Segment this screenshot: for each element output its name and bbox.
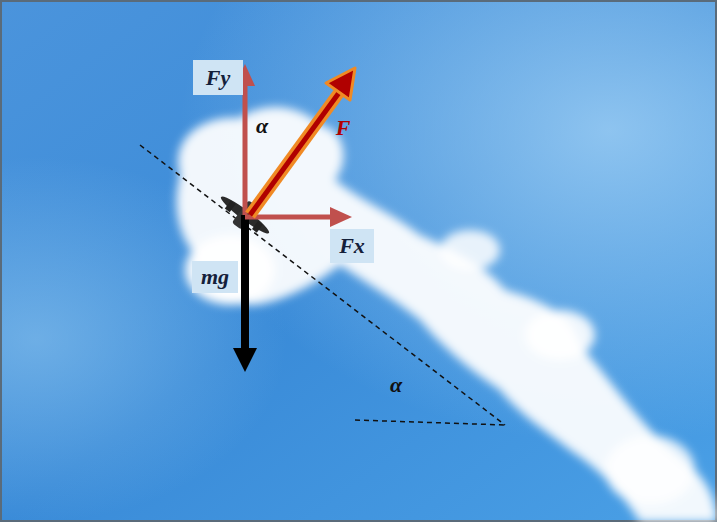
angle-label: α	[250, 113, 274, 139]
angle-label: α	[384, 372, 408, 398]
force-label: mg	[192, 261, 238, 293]
wing-axis-line	[140, 145, 505, 425]
smoke-trail	[176, 107, 717, 522]
weight-vector	[233, 215, 257, 372]
horizontal-line	[355, 420, 505, 425]
force-label: Fy	[193, 60, 243, 95]
lift-force-vector	[250, 68, 355, 215]
force-label: Fx	[330, 229, 374, 263]
force-label: F	[330, 113, 356, 143]
